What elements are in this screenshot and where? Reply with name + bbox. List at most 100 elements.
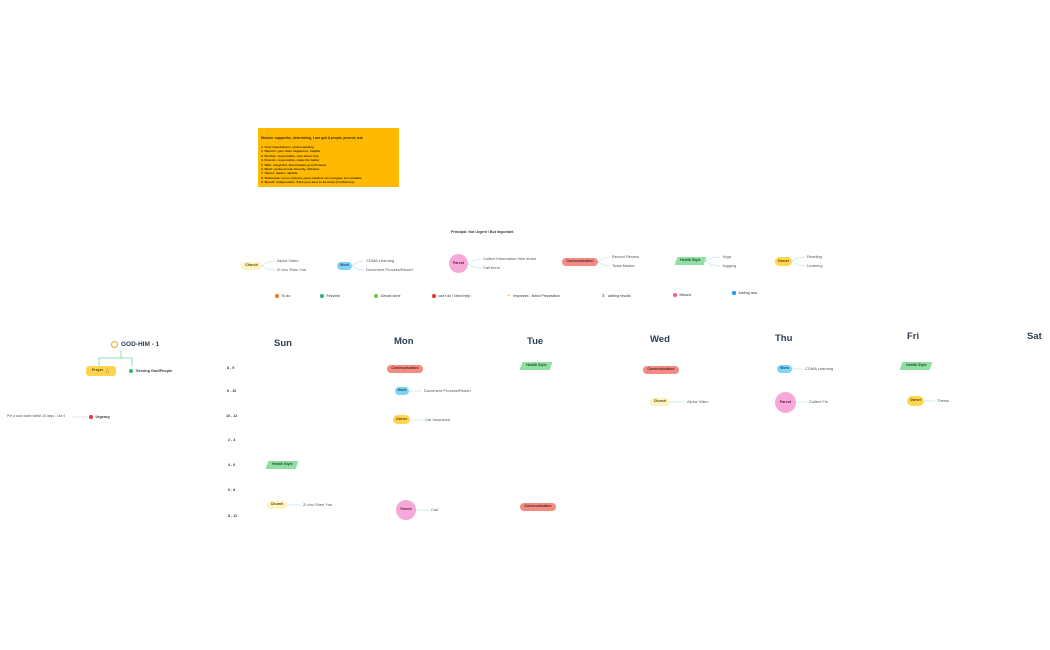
- schedule-fri-owner[interactable]: Owner: [907, 396, 924, 406]
- schedule-mon-parent[interactable]: Parent: [396, 500, 416, 520]
- schedule-wed-church-child: Alpha Video: [687, 399, 709, 404]
- category-health-style[interactable]: Health Style: [674, 257, 707, 265]
- praying-hands-icon: 🙏: [105, 368, 111, 373]
- node-label: Church: [653, 399, 667, 404]
- schedule-fri-owner-child: Thesis: [937, 398, 949, 403]
- sticky-line: 9. Myself: independent, 'Find your best …: [261, 180, 355, 185]
- category-parent-label: Parent: [452, 260, 465, 265]
- node-label: Work: [780, 366, 789, 371]
- church-child-zichu: Zi chu Shen Yue: [277, 267, 307, 272]
- status-dot-icon: [320, 294, 324, 298]
- status-dot-icon: [673, 293, 677, 297]
- node-label: Owner: [395, 416, 408, 421]
- schedule-mon-owner-child: Car Insurance: [425, 417, 451, 422]
- legend-item-to-do: To do: [275, 294, 290, 298]
- health-child-jogging: Jogging: [722, 263, 737, 268]
- schedule-sun-church[interactable]: Church: [267, 501, 287, 509]
- serving-node[interactable]: Serving God/People: [129, 369, 172, 373]
- parent-child-call: Call them: [483, 265, 500, 270]
- legend-item-almost-done: Almost done: [374, 294, 400, 298]
- day-header-sun: Sun: [274, 338, 292, 349]
- prayer-node[interactable]: Prayer🙏: [86, 366, 116, 376]
- schedule-thu-parent-child: Collect Fin: [809, 399, 828, 404]
- communication-child-toast: Toast Master: [612, 263, 635, 268]
- category-church[interactable]: Church: [241, 262, 262, 270]
- category-parent[interactable]: Parent: [449, 254, 468, 273]
- schedule-wed-communication[interactable]: Communication: [643, 366, 679, 374]
- category-communication-label: Communication: [566, 259, 594, 264]
- sticky-title: Mission: supportive, determining, Love g…: [261, 136, 363, 140]
- schedule-thu-work-child: CDMA Learning: [805, 366, 834, 371]
- legend-label: Important - Need Preparation: [513, 293, 560, 298]
- time-slot-label: 8 - 11: [228, 514, 237, 518]
- schedule-thu-work[interactable]: Work: [777, 365, 792, 373]
- day-header-tue: Tue: [527, 336, 544, 347]
- schedule-tue-communication[interactable]: Communication: [520, 503, 556, 511]
- godhim-title: GOD-HIM - 1: [121, 341, 160, 348]
- legend-label: can't do / Need help: [438, 294, 471, 298]
- schedule-tue-health[interactable]: Health Style: [519, 362, 553, 370]
- category-communication[interactable]: Communication: [562, 258, 598, 266]
- church-child-alpha: Alpha Video: [277, 258, 299, 263]
- legend-item-cant-do: can't do / Need help: [432, 294, 470, 298]
- urgency-note: Pre a auto claim within 15 days - Oct 4: [7, 414, 66, 418]
- schedule-wed-church[interactable]: Church: [650, 398, 670, 406]
- status-dot-icon: [732, 291, 736, 295]
- day-header-mon: Mon: [394, 336, 414, 347]
- category-owner-label: Owner: [777, 258, 790, 263]
- godhim-header[interactable]: GOD-HIM - 1: [111, 341, 159, 348]
- status-dot-icon: [275, 294, 279, 298]
- health-child-yoga: Yoga: [722, 254, 731, 259]
- mission-sticky-note[interactable]: Mission: supportive, determining, Love g…: [258, 128, 399, 187]
- status-dot-icon: [432, 294, 436, 298]
- urgency-label: Urgency: [95, 415, 110, 419]
- work-child-document: Document Process/Resort: [366, 267, 413, 272]
- parent-child-collect: Collect Information then share: [483, 256, 537, 261]
- sticky-line: 5. Wife: insightful, determinant good li…: [261, 162, 327, 167]
- category-owner[interactable]: Owner: [775, 257, 792, 266]
- legend-label: Adding new: [738, 291, 758, 295]
- node-label: Work: [397, 388, 407, 393]
- serving-label: Serving God/People: [136, 369, 173, 373]
- target-icon: [111, 341, 118, 348]
- time-slot-label: 2 - 4: [228, 438, 236, 442]
- sticky-line: 3. Brother: responsible, care about him: [261, 153, 319, 158]
- legend-label: To do: [281, 294, 291, 298]
- day-header-wed: Wed: [650, 334, 670, 345]
- schedule-fri-health[interactable]: Health Style: [899, 362, 933, 370]
- urgency-node[interactable]: Urgency: [89, 415, 110, 419]
- node-label: Health Style: [905, 363, 927, 368]
- time-slot-label: 9 - 10: [227, 389, 237, 393]
- schedule-sun-health[interactable]: Health Style: [265, 461, 299, 469]
- sticky-line: 2. Parents: give them happiness, helpful: [261, 149, 321, 154]
- schedule-mon-work-child: Document Process/Resort: [424, 388, 471, 393]
- legend-label: waiting results: [607, 293, 631, 298]
- star-icon: ✦: [507, 293, 511, 298]
- schedule-mon-communication[interactable]: Communication: [387, 365, 423, 373]
- owner-child-reading: Reading: [807, 254, 822, 259]
- node-label: Parent: [779, 399, 792, 404]
- legend-item-finished: Finished: [320, 294, 340, 298]
- category-work-label: Work: [340, 263, 349, 268]
- sticky-line: 8. Teammate: cross cultural, open-minded…: [261, 175, 362, 180]
- time-slot-label: 8 - 9: [227, 366, 235, 370]
- node-label: Church: [270, 502, 284, 507]
- node-label: Communication: [524, 504, 552, 509]
- node-label: Parent: [400, 507, 412, 512]
- sticky-line: 4. Friends: responsible, make life bette…: [261, 158, 320, 163]
- principal-heading: Principal: Not Urgent / But Important: [451, 230, 514, 234]
- schedule-thu-parent[interactable]: Parent: [775, 392, 796, 413]
- day-header-thu: Thu: [775, 333, 793, 344]
- sticky-line: 6. Work: professional, friendly, initiat…: [261, 167, 320, 172]
- sticky-line: 7. Owner: leader, reliable: [261, 171, 298, 176]
- status-dot-icon: [374, 294, 378, 298]
- time-slot-label: 10 - 12: [226, 414, 238, 418]
- schedule-mon-owner[interactable]: Owner: [393, 415, 410, 424]
- category-work[interactable]: Work: [337, 262, 352, 270]
- owner-child-learning: Learning: [807, 263, 823, 268]
- legend-item-missed: Missed: [673, 293, 691, 297]
- schedule-mon-work[interactable]: Work: [395, 387, 409, 395]
- urgent-dot-icon: [89, 415, 93, 419]
- legend-label: Missed: [679, 293, 691, 297]
- work-child-cdma: CDMA Learning: [366, 258, 395, 263]
